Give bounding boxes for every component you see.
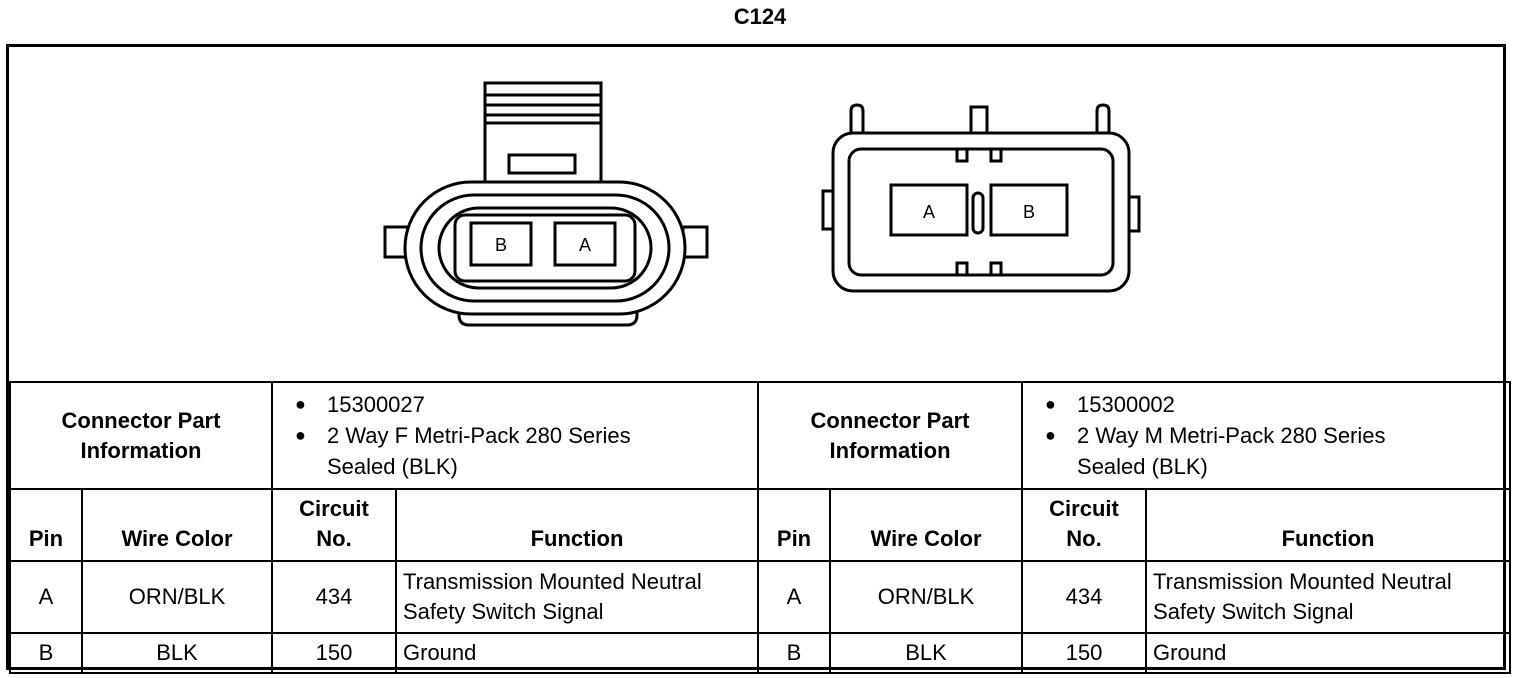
wire-cell: ORN/BLK: [81, 560, 273, 634]
pin-cell: A: [9, 560, 83, 634]
part-info-details-left: 15300027 2 Way F Metri-Pack 280 Series S…: [270, 381, 760, 490]
female-connector-icon: [383, 81, 709, 327]
circuit-cell: 150: [1021, 632, 1148, 674]
male-connector-icon: [821, 103, 1141, 293]
circuit-cell: 434: [1021, 560, 1148, 634]
wire-cell: BLK: [81, 632, 273, 674]
wire-cell: ORN/BLK: [829, 560, 1024, 634]
function-cell: Transmission Mounted Neutral Safety Swit…: [1145, 560, 1512, 634]
function-cell: Ground: [394, 632, 760, 674]
female-face-pin-left: B: [495, 235, 507, 255]
function-cell: Transmission Mounted Neutral Safety Swit…: [394, 560, 760, 634]
part-info-label-right: Connector Part Information: [810, 407, 970, 463]
connector-title: C124: [733, 4, 787, 29]
function-cell: Ground: [1145, 632, 1512, 674]
col-pin-right: Pin: [757, 488, 832, 562]
col-pin-left: Pin: [9, 488, 83, 562]
part-info-label-left: Connector Part Information: [61, 407, 221, 463]
part-desc-left: 2 Way F Metri-Pack 280 Series: [295, 420, 749, 451]
part-desc-left-cont: Sealed (BLK): [327, 454, 458, 479]
connector-face-diagram: B A A B: [383, 81, 1141, 327]
col-function-left: Function: [394, 488, 760, 562]
circuit-cell: 150: [271, 632, 397, 674]
circuit-cell: 434: [271, 560, 397, 634]
male-face-pin-left: A: [923, 202, 935, 222]
col-wire-right: Wire Color: [829, 488, 1024, 562]
col-wire-left: Wire Color: [81, 488, 273, 562]
pin-cell: A: [757, 560, 832, 634]
column-header-row: Pin Wire Color Circuit No. Function Pin …: [9, 488, 1512, 562]
part-desc-right-cont: Sealed (BLK): [1077, 454, 1208, 479]
part-desc-right: 2 Way M Metri-Pack 280 Series: [1045, 420, 1501, 451]
part-number-right: 15300002: [1045, 389, 1501, 420]
part-number-left: 15300027: [295, 389, 749, 420]
table-row: A ORN/BLK 434 Transmission Mounted Neutr…: [9, 560, 1512, 634]
pin-cell: B: [9, 632, 83, 674]
pin-cell: B: [757, 632, 832, 674]
female-face-pin-right: A: [579, 235, 591, 255]
col-circuit-right: Circuit No.: [1021, 488, 1148, 562]
table-row: B BLK 150 Ground B BLK 150 Ground: [9, 632, 1512, 674]
col-circuit-left: Circuit No.: [271, 488, 397, 562]
part-info-details-right: 15300002 2 Way M Metri-Pack 280 Series S…: [1021, 381, 1512, 490]
wire-cell: BLK: [829, 632, 1024, 674]
connector-frame: B A A B Connector Part Information 15300…: [6, 44, 1512, 674]
col-function-right: Function: [1145, 488, 1512, 562]
male-face-pin-right: B: [1023, 202, 1035, 222]
connector-info-table: Connector Part Information 15300027 2 Wa…: [9, 381, 1512, 674]
part-info-row: Connector Part Information 15300027 2 Wa…: [9, 381, 1512, 490]
